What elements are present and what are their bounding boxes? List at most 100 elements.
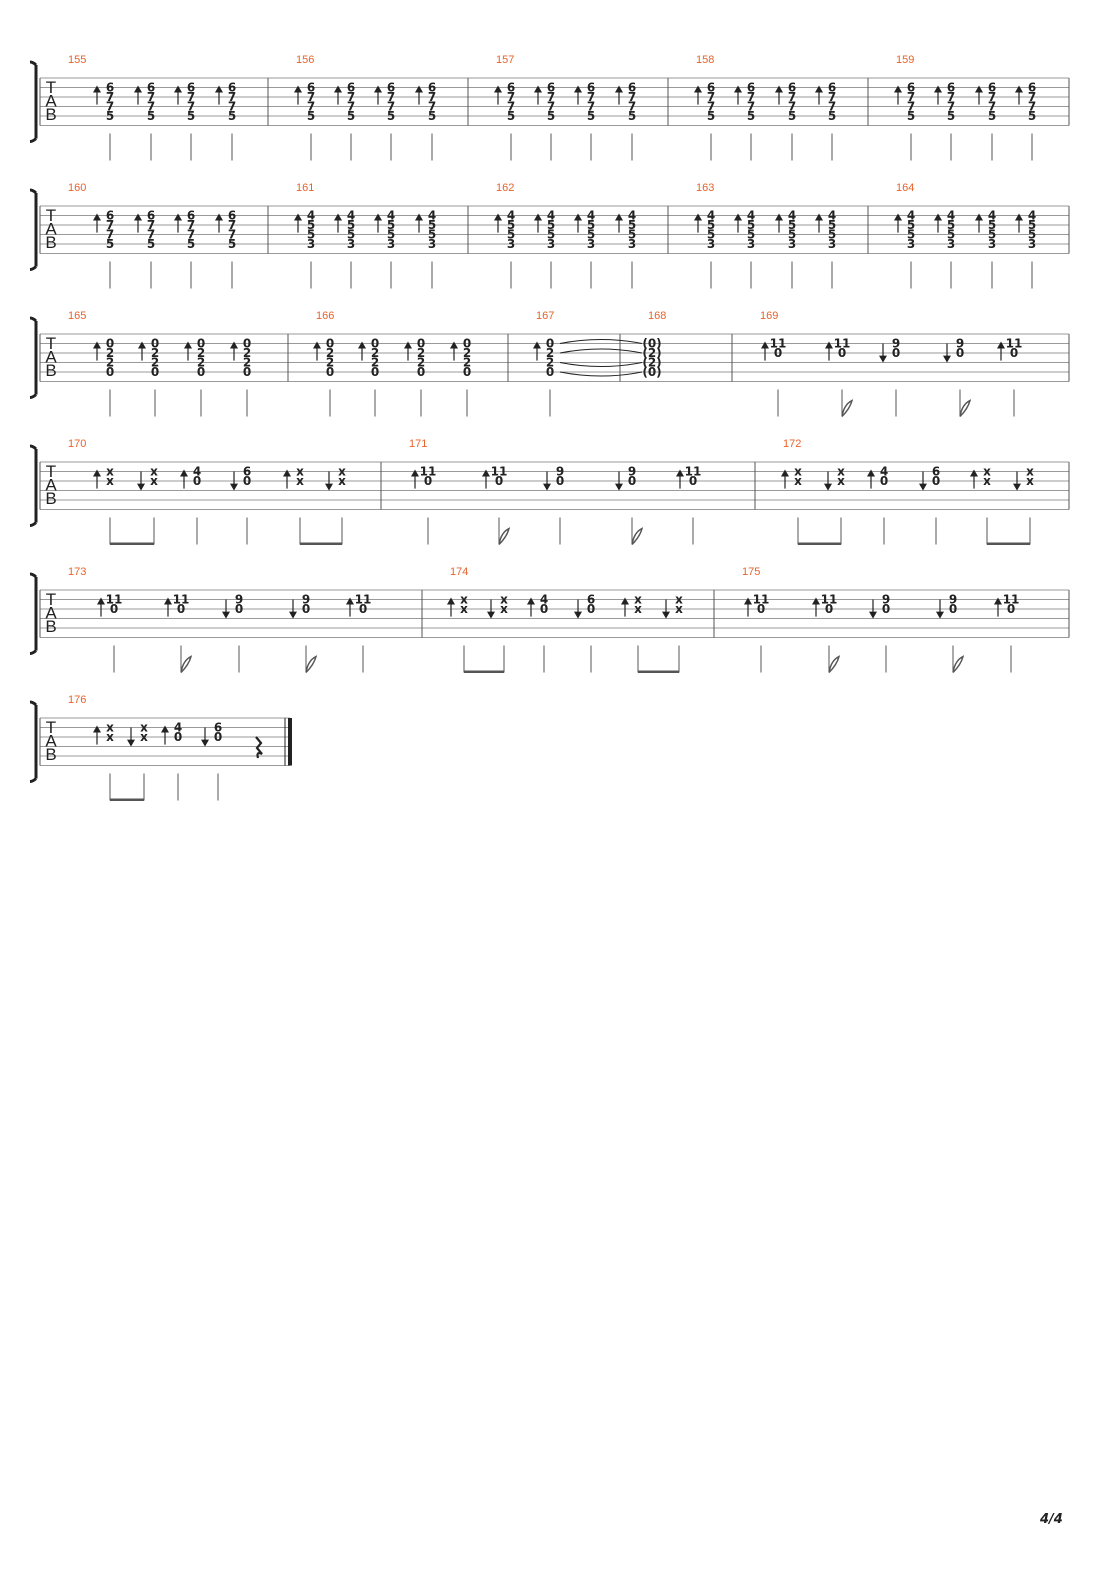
- tab-clef-letter: T: [46, 718, 56, 737]
- fret-number: 7: [907, 90, 915, 104]
- fret-number: (0): [642, 365, 661, 379]
- fret-number: 7: [147, 228, 155, 242]
- fret-number: 7: [347, 100, 355, 114]
- fret-number: 5: [788, 228, 796, 242]
- beam: [798, 542, 841, 545]
- chord: xx: [487, 593, 508, 673]
- tab-clef-letter: B: [45, 105, 56, 124]
- tab-clef-letter: B: [45, 617, 56, 636]
- fret-number: 6: [507, 81, 515, 95]
- tie-arc: [559, 371, 643, 377]
- fret-number: 3: [547, 237, 555, 251]
- fret-number: x: [675, 602, 683, 616]
- downstroke-icon: [943, 355, 951, 363]
- tie-arc: [559, 339, 643, 344]
- fret-number: (0): [642, 337, 661, 351]
- fret-number: x: [983, 474, 991, 488]
- fret-number: 6: [106, 81, 114, 95]
- fret-number: 5: [1028, 228, 1036, 242]
- fret-number: 5: [1028, 218, 1036, 232]
- chord: 110: [812, 593, 841, 674]
- fret-number: 2: [546, 346, 554, 360]
- downstroke-icon: [574, 611, 582, 619]
- fret-number: 6: [147, 81, 155, 95]
- fret-number: 4: [828, 209, 836, 223]
- fret-number: x: [140, 730, 148, 744]
- fret-number: 7: [507, 90, 515, 104]
- fret-number: 3: [587, 237, 595, 251]
- fret-number: 5: [187, 237, 195, 251]
- fret-number: (2): [642, 346, 661, 360]
- fret-number: 6: [228, 81, 236, 95]
- chord: xx: [662, 593, 683, 673]
- upstroke-icon: [134, 85, 142, 93]
- fret-number: 11: [420, 465, 437, 479]
- fret-number: 0: [949, 602, 957, 616]
- fret-number: 2: [371, 346, 379, 360]
- measure-number: 175: [742, 566, 760, 578]
- fret-number: 0: [326, 365, 334, 379]
- fret-number: 0: [371, 337, 379, 351]
- fret-number: x: [338, 474, 346, 488]
- chord: 110: [346, 593, 371, 673]
- fret-number: 6: [788, 81, 796, 95]
- fret-number: 0: [214, 730, 222, 744]
- fret-number: 0: [932, 474, 940, 488]
- chord: 90: [936, 593, 965, 674]
- chord: 60: [201, 721, 222, 801]
- upstroke-icon: [494, 213, 502, 221]
- fret-number: 7: [788, 100, 796, 114]
- upstroke-icon: [934, 213, 942, 221]
- fret-number: 6: [1028, 81, 1036, 95]
- fret-number: 9: [235, 593, 243, 607]
- upstroke-icon: [815, 213, 823, 221]
- fret-number: 3: [507, 237, 515, 251]
- fret-number: 0: [177, 602, 185, 616]
- fret-number: 0: [110, 602, 118, 616]
- fret-number: 7: [187, 100, 195, 114]
- upstroke-icon: [404, 341, 412, 349]
- fret-number: 0: [243, 474, 251, 488]
- chord: xx: [621, 593, 642, 673]
- upstroke-icon: [415, 213, 423, 221]
- fret-number: 6: [307, 81, 315, 95]
- upstroke-icon: [621, 597, 629, 605]
- downstroke-icon: [936, 611, 944, 619]
- tab-system: TAB170xxxx4060xxxx1711101109090110172xxx…: [29, 438, 1070, 546]
- chord: xx: [325, 465, 346, 545]
- measure-number: 160: [68, 182, 86, 194]
- fret-number: 6: [214, 721, 222, 735]
- fret-number: 7: [947, 90, 955, 104]
- fret-number: 3: [947, 237, 955, 251]
- fret-number: 5: [547, 228, 555, 242]
- fret-number: 5: [147, 109, 155, 123]
- fret-number: x: [338, 465, 346, 479]
- fret-number: 5: [628, 109, 636, 123]
- tab-clef-letter: T: [46, 334, 56, 353]
- tab-system: TAB1556775677567756775156677567756775677…: [29, 54, 1070, 161]
- fret-number: 0: [1010, 346, 1018, 360]
- beam: [638, 670, 679, 673]
- fret-number: 7: [988, 100, 996, 114]
- fret-number: 6: [228, 209, 236, 223]
- tab-clef-letter: A: [45, 476, 57, 495]
- fret-number: x: [837, 465, 845, 479]
- fret-number: 5: [147, 237, 155, 251]
- chord: 110: [761, 337, 786, 417]
- fret-number: 7: [387, 90, 395, 104]
- upstroke-icon: [230, 341, 238, 349]
- upstroke-icon: [744, 597, 752, 605]
